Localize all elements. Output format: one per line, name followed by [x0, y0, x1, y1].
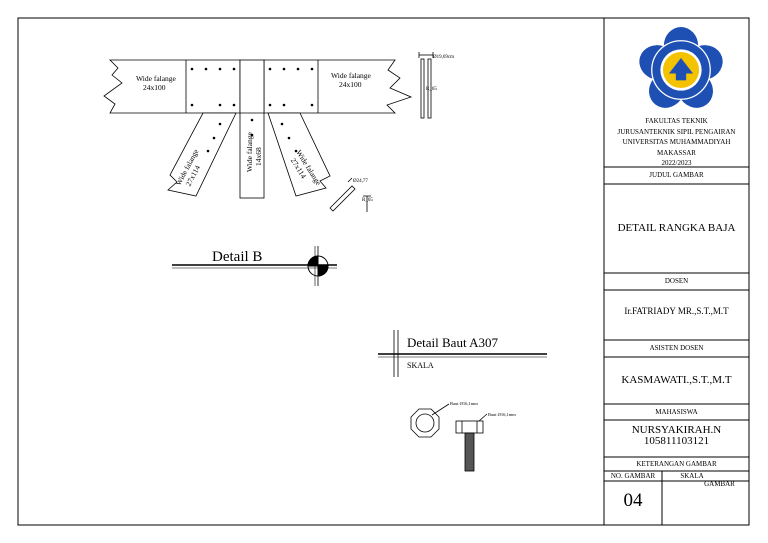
angle-dim: Ø24,77 [353, 179, 368, 184]
section-top-dim: Ø19,69cm [433, 55, 454, 60]
angle-side-dim: R_65 [362, 198, 373, 203]
title-block-lines [603, 18, 749, 525]
bolt-top-view [410, 403, 450, 438]
university-logo [639, 27, 723, 108]
dosen-header: DOSEN [664, 277, 689, 285]
brace-right [267, 112, 331, 197]
section-side-dim: R_65 [426, 87, 437, 92]
section-dims: Ø19,69cm R_65 Ø24,77 R_65 [353, 55, 454, 203]
institution-block: FAKULTAS TEKNIK JURUSANTEKNIK SIPIL PENG… [604, 116, 749, 169]
bolt-callout-1: Baut Ø16,1mm [450, 401, 478, 407]
institution-line-2: JURUSANTEKNIK SIPIL PENGAIRAN [617, 127, 736, 136]
judul-header: JUDUL GAMBAR [649, 171, 704, 179]
institution-line-5: 2022/2023 [661, 159, 692, 167]
column-label-1: Wide falange [245, 131, 254, 172]
dosen-value: Ir.FATRIADY MR.,S.T.,M.T [624, 306, 729, 316]
judul-value: DETAIL RANGKA BAJA [617, 222, 736, 234]
beam-right-label-2: 24x100 [339, 80, 362, 89]
no-gambar-header: NO. GAMBAR [610, 472, 656, 480]
beam-right [263, 59, 413, 114]
bolt-holes [190, 67, 314, 153]
detail-baut [378, 330, 547, 377]
column [239, 59, 265, 199]
bolt-callout-2: Baut Ø16,1mm [488, 412, 516, 418]
mahasiswa-name: NURSYAKIRAH.N [631, 424, 722, 436]
outer-frame [17, 17, 750, 526]
brace-left [167, 112, 237, 197]
asisten-value: KASMAWATI.,S.T.,M.T [621, 374, 732, 386]
beam-left-label-1: Wide falange [136, 74, 177, 83]
keterangan-header: KETERANGAN GAMBAR [636, 460, 717, 468]
beam-left-label-2: 24x100 [143, 83, 166, 92]
detail-b [172, 246, 337, 286]
no-gambar-value: 04 [623, 490, 643, 511]
beam-right-label-1: Wide falange [331, 71, 372, 80]
skala-label: SKALA [407, 361, 434, 370]
detail-baut-title: Detail Baut A307 [407, 335, 498, 350]
mahasiswa-header: MAHASISWA [655, 408, 698, 416]
detail-b-title: Detail B [212, 249, 262, 265]
skala-header: SKALA [680, 472, 704, 480]
asisten-header: ASISTEN DOSEN [649, 344, 704, 352]
institution-line-1: FAKULTAS TEKNIK [645, 117, 708, 125]
truss-joint [103, 59, 413, 199]
mahasiswa-nim: 105811103121 [643, 435, 710, 447]
section-detail [329, 52, 434, 212]
bolt-side-view [455, 413, 488, 472]
column-label-2: 14x68 [254, 147, 263, 166]
gambar-label: GAMBAR [704, 480, 735, 488]
institution-line-3: UNIVERSITAS MUHAMMADIYAH [622, 138, 731, 146]
institution-line-4: MAKASSAR [657, 148, 696, 157]
